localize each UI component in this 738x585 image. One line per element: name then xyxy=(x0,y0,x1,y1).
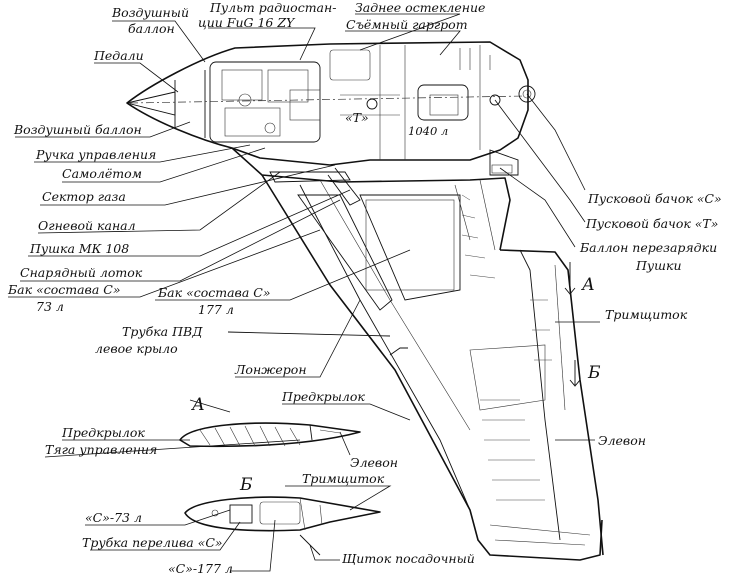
label-autopilot: Самолётом xyxy=(62,166,142,181)
label-c177-b: «С»-177 л xyxy=(168,561,233,576)
label-elevon-a: Элевон xyxy=(350,455,398,470)
label-tank-c73-2: 73 л xyxy=(36,299,64,314)
label-removable-canopy: Съёмный гаргрот xyxy=(346,17,468,32)
label-start-tank-c: Пусковой бачок «С» xyxy=(587,191,722,206)
label-landing-flap: Щиток посадочный xyxy=(342,551,475,566)
wing xyxy=(227,147,604,561)
section-marker-b: Б xyxy=(587,363,601,383)
label-fire-channel: Огневой канал xyxy=(38,218,136,233)
label-control-rod: Тяга управления xyxy=(45,442,157,457)
label-overflow-tube: Трубка перелива «С» xyxy=(82,535,223,550)
label-c73-b: «С»-73 л xyxy=(85,510,142,525)
section-markers xyxy=(189,262,581,413)
label-pedals: Педали xyxy=(93,48,144,63)
label-recharge-bottle-2: Пушки xyxy=(635,258,682,273)
leader-lines xyxy=(8,13,600,572)
label-pitot-tube-1: Трубка ПВД xyxy=(122,324,203,339)
label-air-bottle-top-2: баллон xyxy=(128,21,175,36)
label-slat-wing: Предкрылок xyxy=(281,389,365,404)
label-tank-t: «T» xyxy=(345,110,369,125)
label-cannon: Пушка МК 108 xyxy=(29,241,129,256)
label-radio-panel-1: Пульт радиостан- xyxy=(209,0,336,15)
label-radio-panel-2: ции FuG 16 ZY xyxy=(198,15,296,30)
label-tank-volume: 1040 л xyxy=(408,124,448,138)
label-trim-tab-wing: Тримщиток xyxy=(605,307,688,322)
profile-b-title: Б xyxy=(239,475,253,495)
label-air-bottle-bottom: Воздушный баллон xyxy=(13,122,142,137)
fuselage xyxy=(126,41,536,176)
label-ammo-tray: Снарядный лоток xyxy=(20,265,143,280)
label-spar: Лонжерон xyxy=(234,362,307,377)
label-control-stick: Ручка управления xyxy=(35,147,156,162)
label-pitot-tube-2: левое крыло xyxy=(95,341,178,356)
labels: Воздушный баллон Пульт радиостан- ции Fu… xyxy=(7,0,722,576)
label-slat-a: Предкрылок xyxy=(61,425,145,440)
label-throttle: Сектор газа xyxy=(42,189,126,204)
label-tank-c177-2: 177 л xyxy=(198,302,234,317)
label-tank-c73-1: Бак «состава С» xyxy=(7,282,120,297)
section-marker-a: А xyxy=(581,275,595,295)
profile-a-title: А xyxy=(191,395,205,415)
label-tank-c177-1: Бак «состава С» xyxy=(157,285,270,300)
profile-section-a xyxy=(179,422,361,448)
label-rear-glazing: Заднее остекление xyxy=(355,0,485,15)
label-start-tank-t: Пусковой бачок «Т» xyxy=(585,216,718,231)
label-recharge-bottle-1: Баллон перезарядки xyxy=(579,240,717,255)
label-elevon-wing: Элевон xyxy=(598,433,646,448)
label-trim-tab-b: Тримщиток xyxy=(302,471,385,486)
label-air-bottle-top-1: Воздушный xyxy=(111,5,189,20)
